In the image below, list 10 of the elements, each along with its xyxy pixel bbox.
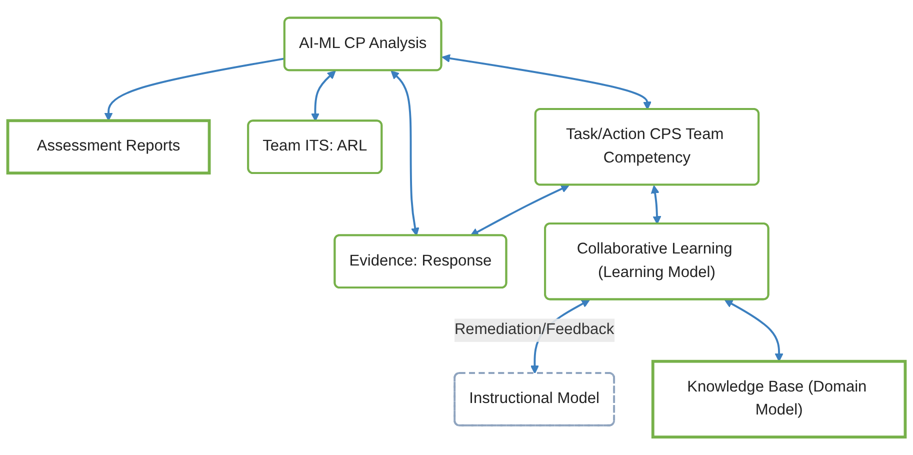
arrow — [442, 54, 652, 110]
node-box: Knowledge Base (Domain Model) — [651, 360, 907, 439]
arrow — [310, 70, 336, 122]
node-box: Assessment Reports — [6, 119, 211, 175]
arrow — [470, 184, 570, 236]
edge-label: Remediation/Feedback — [454, 322, 614, 338]
arrow — [104, 58, 286, 122]
arrow — [390, 70, 420, 236]
arrow — [650, 185, 662, 224]
arrow — [724, 300, 784, 362]
